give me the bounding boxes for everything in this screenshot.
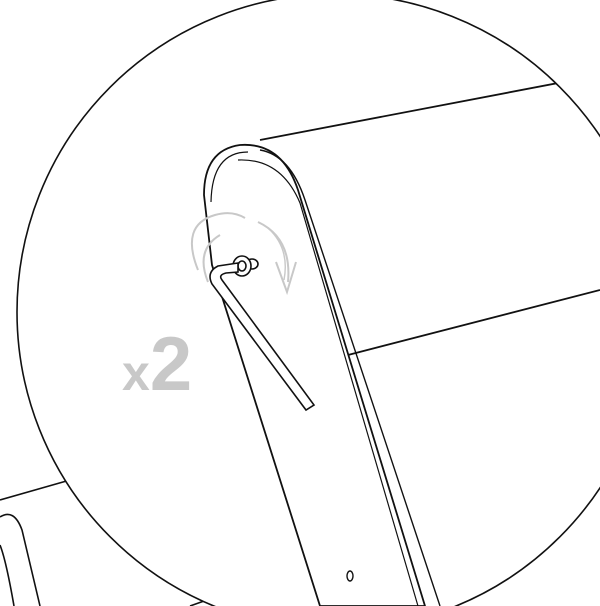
frame-hole	[346, 570, 354, 582]
quantity-number: 2	[150, 322, 192, 407]
chair-frame-arm	[203, 144, 441, 606]
quantity-prefix: x	[122, 345, 150, 401]
quantity-label: x2	[122, 322, 192, 407]
chair-backrest	[259, 74, 600, 356]
rotate-clockwise-arrow-icon	[190, 212, 297, 296]
allen-key-icon	[209, 262, 316, 412]
